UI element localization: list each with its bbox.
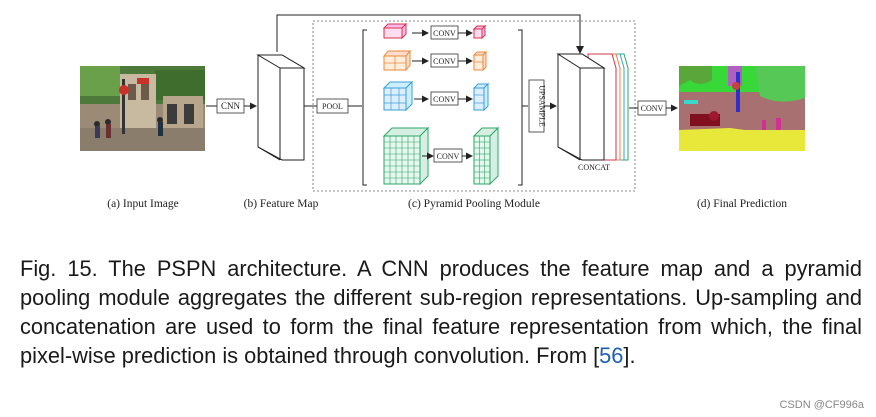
subcaption-input-image: (a) Input Image [107, 198, 179, 210]
subcaption-pyramid-pooling: (c) Pyramid Pooling Module [408, 198, 540, 210]
subcaption-final-prediction: (d) Final Prediction [697, 198, 787, 210]
caption-text-after-ref: ]. [623, 343, 636, 368]
final-conv-label: CONV [641, 104, 664, 113]
pool-branch-2 [382, 49, 488, 72]
watermark: CSDN @CF996a [779, 399, 864, 411]
cnn-label: CNN [221, 101, 241, 111]
concat-label: CONCAT [578, 163, 610, 172]
conv-branch-brace-right [518, 29, 523, 186]
final-prediction-image [679, 66, 805, 151]
input-image [80, 66, 205, 151]
concat-block [556, 53, 629, 161]
subcaption-feature-map: (b) Feature Map [244, 198, 319, 210]
conv-label-3: CONV [433, 95, 456, 104]
pool-label: POOL [322, 102, 343, 111]
figure-caption: Fig. 15. The PSPN architecture. A CNN pr… [20, 254, 862, 370]
conv-label-2: CONV [433, 57, 456, 66]
pool-branch-4 [382, 126, 500, 186]
pool-branch-brace-left [362, 29, 367, 186]
upsample-label: UPSAMPLE [538, 85, 547, 127]
caption-text-before-ref: Fig. 15. The PSPN architecture. A CNN pr… [20, 256, 862, 368]
conv-label-1: CONV [433, 29, 456, 38]
pspn-diagram: CNN POOL CONV [80, 14, 805, 210]
feature-map-block [256, 54, 306, 161]
pyramid-pooling-module-border [312, 20, 636, 192]
conv-label-4: CONV [437, 152, 460, 161]
pool-branch-3 [382, 80, 490, 112]
pool-branch-1 [382, 22, 487, 40]
skip-connection-arrow [276, 14, 584, 54]
citation-link[interactable]: 56 [599, 343, 624, 368]
